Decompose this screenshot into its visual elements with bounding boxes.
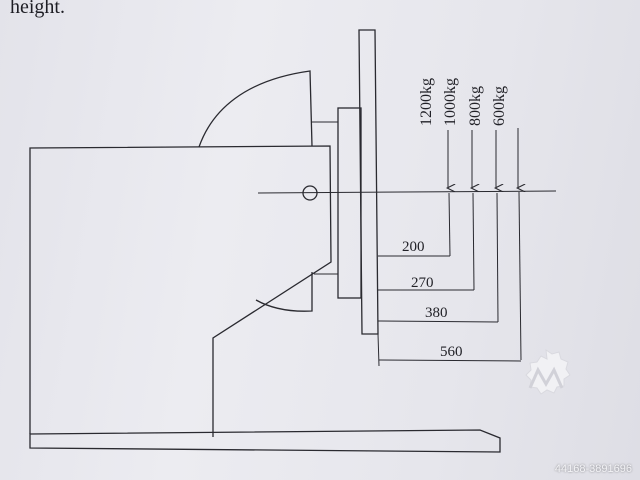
ext-line-380 — [496, 192, 499, 323]
upper-dome — [198, 70, 313, 148]
center-line — [257, 190, 557, 194]
load-label-1200kg: 1200kg — [418, 78, 435, 126]
watermark-logo — [525, 348, 571, 395]
ext-line-200 — [448, 192, 451, 257]
load-label-800kg: 800kg — [467, 86, 484, 126]
dim-line-380 — [377, 320, 499, 323]
faceplate — [358, 29, 379, 335]
dim-label-380: 380 — [425, 305, 448, 321]
dim-label-200: 200 — [402, 239, 425, 255]
dim-line-560 — [378, 359, 522, 362]
watermark-text: 44168-3891696 — [554, 463, 632, 475]
inner-flange — [337, 107, 362, 299]
load-label-600kg: 600kg — [491, 86, 508, 126]
ext-line-560 — [518, 191, 522, 361]
base-plate — [29, 429, 501, 453]
dim-label-560: 560 — [440, 344, 463, 360]
caption-text: height. — [10, 0, 65, 18]
dim-label-270: 270 — [411, 275, 434, 291]
ext-line-faceplate — [377, 333, 380, 367]
machine-body — [29, 145, 332, 437]
lower-skirt — [255, 272, 313, 312]
load-label-1000kg: 1000kg — [442, 78, 459, 126]
ext-line-270 — [472, 192, 475, 291]
